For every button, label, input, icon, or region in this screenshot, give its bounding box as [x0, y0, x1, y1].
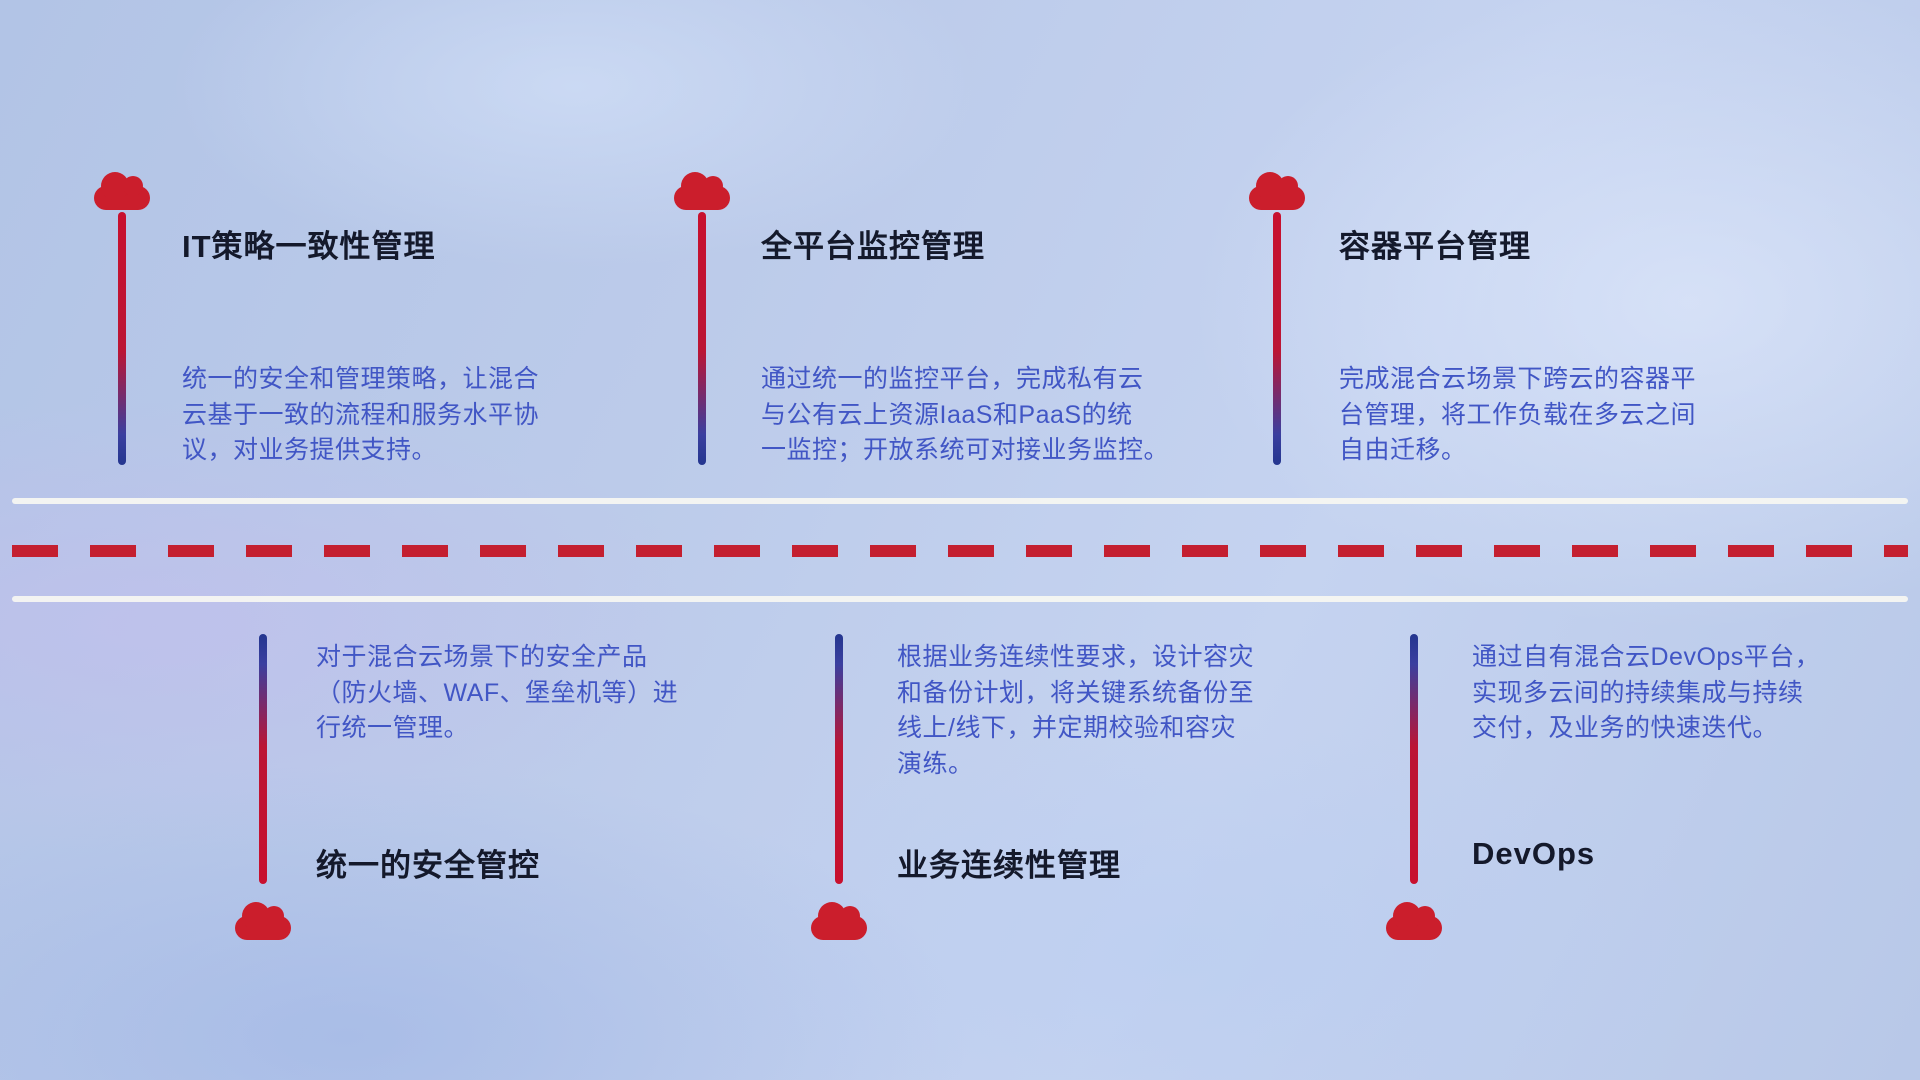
- item-description-it-policy: 统一的安全和管理策略，让混合 云基于一致的流程和服务水平协 议，对业务提供支持。: [182, 365, 540, 464]
- cloud-icon: [235, 898, 291, 940]
- cloud-icon: [674, 168, 730, 210]
- connector-line: [118, 212, 126, 465]
- cloud-shape: [1386, 902, 1442, 940]
- divider-white-line-top: [12, 498, 1908, 504]
- cloud-icon: [1386, 898, 1442, 940]
- connector-line: [1273, 212, 1281, 465]
- connector-line: [259, 634, 267, 884]
- cloud-icon: [1249, 168, 1305, 210]
- connector-line: [835, 634, 843, 884]
- cloud-shape: [1249, 172, 1305, 210]
- cloud-shape: [674, 172, 730, 210]
- item-description-container-platform: 完成混合云场景下跨云的容器平 台管理，将工作负载在多云之间 自由迁移。: [1339, 365, 1697, 464]
- item-title-business-continuity: 业务连续性管理: [897, 848, 1121, 883]
- cloud-shape: [94, 172, 150, 210]
- cloud-shape: [235, 902, 291, 940]
- item-description-monitoring: 通过统一的监控平台，完成私有云 与公有云上资源IaaS和PaaS的统 一监控；开…: [761, 365, 1170, 464]
- connector-line: [1410, 634, 1418, 884]
- cloud-shape: [811, 902, 867, 940]
- cloud-icon: [94, 168, 150, 210]
- item-title-container-platform: 容器平台管理: [1339, 229, 1531, 264]
- item-title-monitoring: 全平台监控管理: [761, 229, 985, 264]
- item-description-business-continuity: 根据业务连续性要求，设计容灾 和备份计划，将关键系统备份至 线上/线下，并定期校…: [897, 643, 1255, 778]
- item-title-devops: DevOps: [1472, 836, 1596, 871]
- item-title-it-policy: IT策略一致性管理: [182, 229, 436, 264]
- cloud-icon: [811, 898, 867, 940]
- item-description-devops: 通过自有混合云DevOps平台， 实现多云间的持续集成与持续 交付，及业务的快速…: [1472, 643, 1821, 742]
- item-description-security: 对于混合云场景下的安全产品 （防火墙、WAF、堡垒机等）进 行统一管理。: [316, 643, 679, 742]
- connector-line: [698, 212, 706, 465]
- divider-white-line-bottom: [12, 596, 1908, 602]
- divider-dashed-line: [12, 545, 1908, 557]
- item-title-security: 统一的安全管控: [316, 848, 540, 883]
